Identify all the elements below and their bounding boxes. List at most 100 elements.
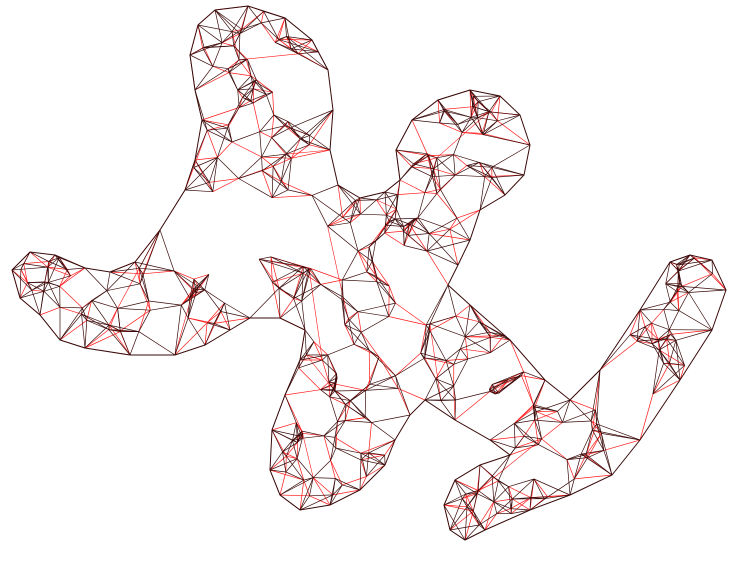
mesh-front-edge	[344, 324, 362, 333]
mesh-front-edge	[327, 354, 337, 374]
mesh-back-edge	[239, 100, 251, 108]
mesh-front-edge	[287, 121, 301, 140]
mesh-front-edge	[481, 120, 498, 134]
mesh-front-edge	[488, 95, 501, 112]
mesh-front-edge	[238, 88, 254, 108]
mesh-front-edge	[323, 435, 335, 438]
mesh-front-edge	[332, 478, 336, 495]
mesh-front-edge	[376, 281, 390, 317]
mesh-front-edge	[293, 273, 304, 299]
mesh-front-edge	[289, 127, 301, 140]
mesh-front-edge	[138, 310, 151, 332]
mesh-front-edge	[443, 493, 466, 506]
mesh-front-edge	[368, 350, 396, 376]
mesh-front-edge	[253, 88, 267, 95]
mesh-front-edge	[81, 313, 110, 326]
mesh-back-edge	[320, 381, 330, 390]
mesh-front-edge	[322, 359, 337, 374]
mesh-front-edge	[547, 478, 575, 498]
mesh-front-edge	[342, 484, 361, 491]
mesh-back-edge	[460, 348, 491, 354]
mesh-back-edge	[420, 324, 427, 354]
mesh-front-edge	[536, 399, 571, 412]
mesh-front-edge	[254, 81, 273, 93]
mesh-front-edge	[444, 110, 463, 133]
mesh-back-edge	[484, 501, 495, 531]
mesh-front-edge	[591, 429, 605, 451]
mesh-front-edge	[148, 300, 182, 306]
mesh-front-edge	[213, 302, 225, 324]
mesh-front-edge	[439, 122, 458, 125]
mesh-front-edge	[425, 284, 449, 326]
mesh-front-edge	[43, 291, 61, 308]
mesh-front-edge	[478, 321, 491, 338]
mesh-front-edge	[529, 496, 548, 511]
mesh-front-edge	[433, 168, 438, 194]
mesh-front-edge	[173, 270, 194, 290]
mesh-back-edge	[291, 149, 331, 159]
mesh-back-edge	[424, 188, 441, 194]
mesh-front-edge	[508, 375, 522, 380]
mesh-back-edge	[541, 422, 563, 440]
mesh-front-edge	[590, 409, 596, 422]
mesh-front-edge	[286, 36, 313, 41]
mesh-front-edge	[711, 259, 713, 274]
mesh-front-edge	[108, 329, 139, 332]
mesh-front-edge	[299, 477, 314, 511]
mesh-front-edge	[636, 326, 646, 342]
mesh-back-edge	[344, 400, 351, 421]
mesh-front-edge	[669, 362, 685, 366]
mesh-front-edge	[466, 165, 492, 168]
mesh-front-edge	[569, 478, 575, 496]
mesh-front-edge	[117, 307, 151, 311]
mesh-front-edge	[174, 317, 189, 356]
mesh-front-edge	[47, 282, 61, 308]
mesh-front-edge	[138, 268, 150, 302]
mesh-front-edge	[420, 352, 437, 379]
mesh-front-edge	[187, 292, 197, 319]
mesh-front-edge	[284, 394, 297, 423]
mesh-back-edge	[411, 119, 428, 154]
mesh-front-edge	[566, 457, 588, 460]
mesh-front-edge	[440, 174, 456, 190]
mesh-front-edge	[187, 288, 194, 319]
mesh-front-edge	[323, 435, 337, 449]
mesh-back-edge	[484, 513, 498, 531]
mesh-front-edge	[509, 435, 525, 456]
mesh-front-edge	[221, 31, 233, 43]
mesh-front-edge	[43, 281, 46, 292]
mesh-front-edge	[535, 411, 542, 439]
mesh-front-edge	[48, 257, 60, 262]
mesh-front-edge	[596, 369, 601, 424]
mesh-front-edge	[403, 223, 410, 246]
mesh-back-edge	[221, 33, 241, 44]
mesh-front-edge	[470, 111, 490, 118]
mesh-front-edge	[368, 452, 385, 456]
mesh-front-edge	[592, 423, 597, 431]
mesh-front-edge	[280, 158, 292, 182]
mesh-front-edge	[253, 79, 257, 89]
mesh-front-edge	[424, 324, 427, 359]
mesh-back-edge	[376, 199, 397, 210]
mesh-front-edge	[300, 109, 334, 140]
mesh-front-edge	[279, 479, 304, 496]
mesh-back-edge	[330, 460, 336, 479]
mesh-front-edge	[453, 132, 463, 155]
mesh-back-edge	[403, 226, 409, 236]
mesh-back-edge	[677, 286, 680, 311]
mesh-front-edge	[466, 490, 479, 507]
mesh-front-edge	[214, 9, 223, 43]
mesh-back-edge	[47, 266, 71, 277]
mesh-front-edge	[490, 339, 511, 353]
mesh-back-edge	[280, 181, 313, 196]
mesh-front-edge	[449, 524, 480, 531]
mesh-front-edge	[478, 95, 501, 103]
mesh-front-edge	[286, 36, 299, 54]
mesh-front-edge	[376, 191, 386, 201]
mesh-back-edge	[261, 156, 292, 159]
mesh-front-edge	[596, 423, 605, 451]
mesh-front-edge	[432, 176, 438, 194]
mesh-back-edge	[313, 341, 323, 361]
